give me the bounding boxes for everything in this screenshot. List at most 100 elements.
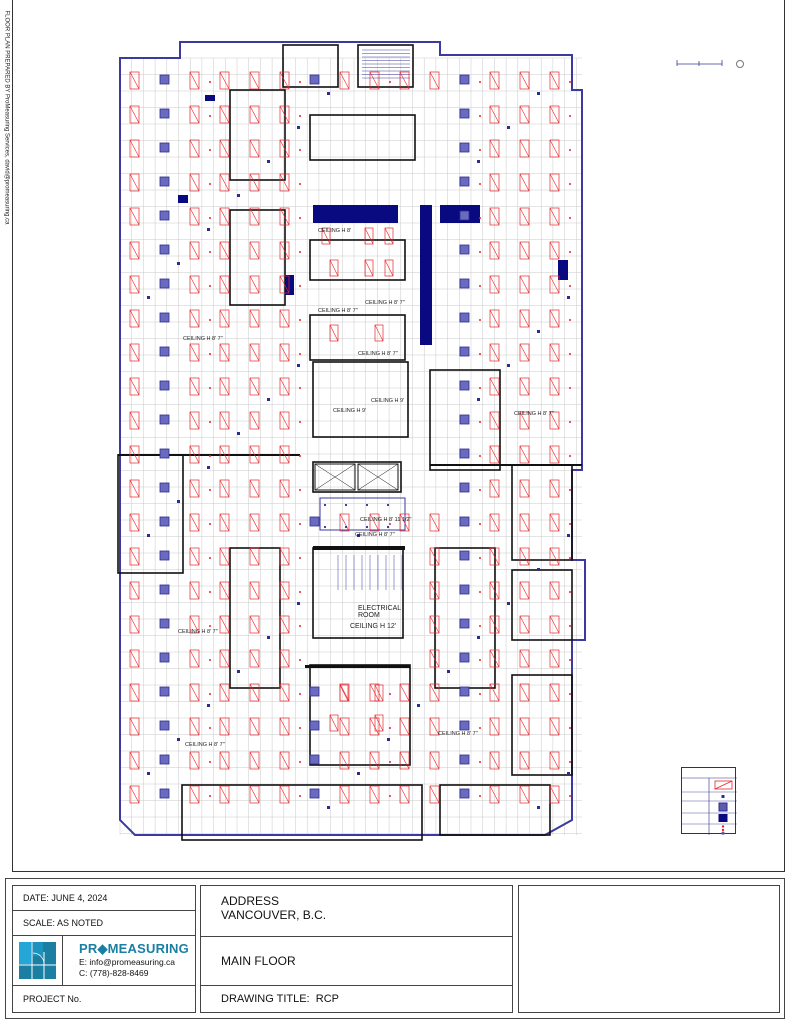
light-fixture [189,547,200,566]
light-fixture-diagonal [129,207,140,226]
ceiling-label-c5: CEILING H 8' 7" [358,351,398,357]
diffuser [459,686,470,697]
diffuser [459,108,470,119]
downlight [299,149,301,151]
company-name: PR◆MEASURING [79,941,189,956]
light-fixture-diagonal [189,71,200,90]
ceiling-label-c3: CEILING H 8' 7" [365,300,405,306]
downlight [389,693,391,695]
downlight [209,761,211,763]
light-fixture-diagonal [519,377,530,396]
wall [439,784,551,836]
light-fixture [129,513,140,532]
diffuser [159,482,170,493]
diffuser [459,550,470,561]
light-fixture-diagonal [189,581,200,600]
light-fixture [129,615,140,634]
light-fixture [549,615,560,634]
scale-bar [676,60,723,66]
light-fixture [519,547,530,566]
return-grille [297,364,300,367]
light-fixture-diagonal [519,547,530,566]
wall [357,44,414,88]
downlight [389,761,391,763]
light-fixture-diagonal [489,615,500,634]
light-fixture-diagonal [279,139,290,158]
light-fixture [489,785,500,804]
light-fixture [519,275,530,294]
light-fixture-diagonal [489,547,500,566]
light-fixture [219,581,230,600]
light-fixture-diagonal [279,377,290,396]
light-fixture-diagonal [279,683,290,702]
light-fixture-diagonal [219,751,230,770]
downlight [479,523,481,525]
light-fixture [129,105,140,124]
light-fixture-diagonal [129,71,140,90]
wall [309,664,411,766]
downlight [299,557,301,559]
wall [511,464,573,561]
light-fixture [399,513,410,532]
light-fixture [219,683,230,702]
scale-cell: SCALE: AS NOTED [12,910,196,936]
light-fixture-diagonal [329,324,339,342]
light-fixture [519,139,530,158]
diffuser [309,516,320,527]
downlight [479,353,481,355]
light-fixture-diagonal [249,445,260,464]
light-fixture-diagonal [129,547,140,566]
light-fixture-diagonal [129,275,140,294]
light-fixture-diagonal [384,259,394,277]
light-fixture-diagonal [339,785,350,804]
light-fixture [249,445,260,464]
light-fixture [519,377,530,396]
light-fixture [489,615,500,634]
downlight [209,251,211,253]
light-fixture [519,343,530,362]
date: DATE: JUNE 4, 2024 [23,893,108,903]
light-fixture-diagonal [279,105,290,124]
return-grille [357,772,360,775]
light-fixture [279,615,290,634]
wall [305,665,410,668]
light-fixture-diagonal [429,683,440,702]
downlight [479,115,481,117]
downlight [299,455,301,457]
light-fixture-diagonal [249,105,260,124]
soffit [319,497,406,531]
diffuser [459,448,470,459]
light-fixture-diagonal [489,173,500,192]
ceiling-labels: CEILING H 8' 7"CEILING H 8'CEILING H 8' … [178,228,554,748]
light-fixture-diagonal [519,479,530,498]
light-fixture-diagonal [129,513,140,532]
light-fixture [219,547,230,566]
light-fixture [279,785,290,804]
light-fixture [219,445,230,464]
light-fixture-diagonal [129,411,140,430]
light-fixture-diagonal [369,785,380,804]
light-fixture-diagonal [489,207,500,226]
light-fixture [519,71,530,90]
light-fixture-diagonal [129,751,140,770]
drawing-frame [12,0,785,872]
light-fixture [279,547,290,566]
light-fixture [364,227,374,245]
downlight [569,81,571,83]
light-fixture [549,411,560,430]
light-fixture [219,479,230,498]
diffuser [159,516,170,527]
light-fixture [189,105,200,124]
light-fixture-diagonal [189,445,200,464]
light-fixture [489,751,500,770]
light-fixture [189,445,200,464]
light-fixture [279,377,290,396]
light-fixture [549,445,560,464]
wall [282,44,339,88]
light-fixture [369,751,380,770]
light-fixture [489,445,500,464]
downlight [479,795,481,797]
light-fixture-diagonal [339,71,350,90]
light-fixture [219,717,230,736]
downlight [299,183,301,185]
